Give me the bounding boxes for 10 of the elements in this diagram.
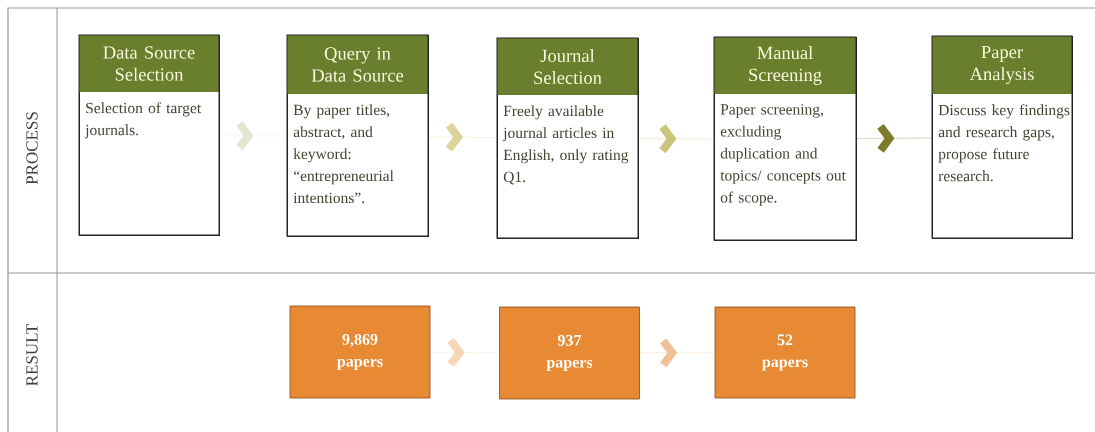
result-box: 52 papers bbox=[714, 306, 856, 399]
process-box: Manual Screening Paper screening, excluding duplication and topics/ concepts out of scope. bbox=[713, 36, 857, 241]
lane-label: RESULT bbox=[26, 323, 38, 386]
process-box: Query in Data Source By paper titles, abstract, and keyword: “entrepreneurial intentions”. bbox=[286, 34, 429, 237]
lane-label: PROCESS bbox=[26, 112, 38, 185]
result-box: 9,869 papers bbox=[289, 305, 431, 399]
process-box: Journal Selection Freely available journal articles in English, only rating Q1. bbox=[496, 37, 639, 239]
process-box: Paper Analysis Discuss key findings and research gaps, propose future research. bbox=[931, 35, 1073, 239]
result-box: 937 papers bbox=[499, 306, 640, 400]
process-box: Data Source Selection Selection of target journals. bbox=[78, 34, 220, 236]
